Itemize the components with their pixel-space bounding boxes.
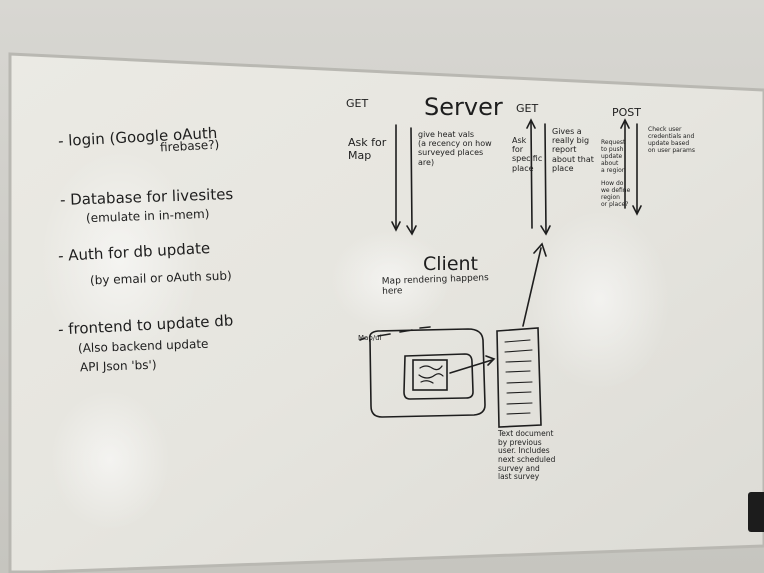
server-title: Server bbox=[424, 93, 503, 121]
server-col-push-update: Request to push update about a region Ho… bbox=[601, 139, 631, 209]
server-col-check-user: Check user credentials and update based … bbox=[648, 126, 695, 154]
note-login-sub: firebase?) bbox=[160, 137, 220, 154]
server-col-ask-place: Ask for specific place bbox=[512, 136, 543, 173]
get-label-left: GET bbox=[346, 97, 369, 110]
client-title: Client bbox=[423, 253, 479, 275]
server-col-ask-map: Ask for Map bbox=[348, 136, 387, 162]
server-col-heat-vals: give heat vals (a recency on how surveye… bbox=[418, 130, 492, 167]
note-frontend-line3: API Json 'bs') bbox=[79, 357, 157, 375]
server-col-report: Gives a really big report about that pla… bbox=[552, 127, 594, 173]
get-label-right: GET bbox=[516, 102, 539, 115]
post-label: POST bbox=[612, 106, 641, 119]
document-note: Text document by previous user. Includes… bbox=[498, 429, 556, 482]
map-ui-label: Map/ui bbox=[358, 334, 382, 342]
eraser bbox=[748, 492, 764, 532]
note-frontend-sub2: API Json 'bs') bbox=[79, 357, 157, 375]
client-note: Map rendering happens here bbox=[381, 273, 489, 298]
